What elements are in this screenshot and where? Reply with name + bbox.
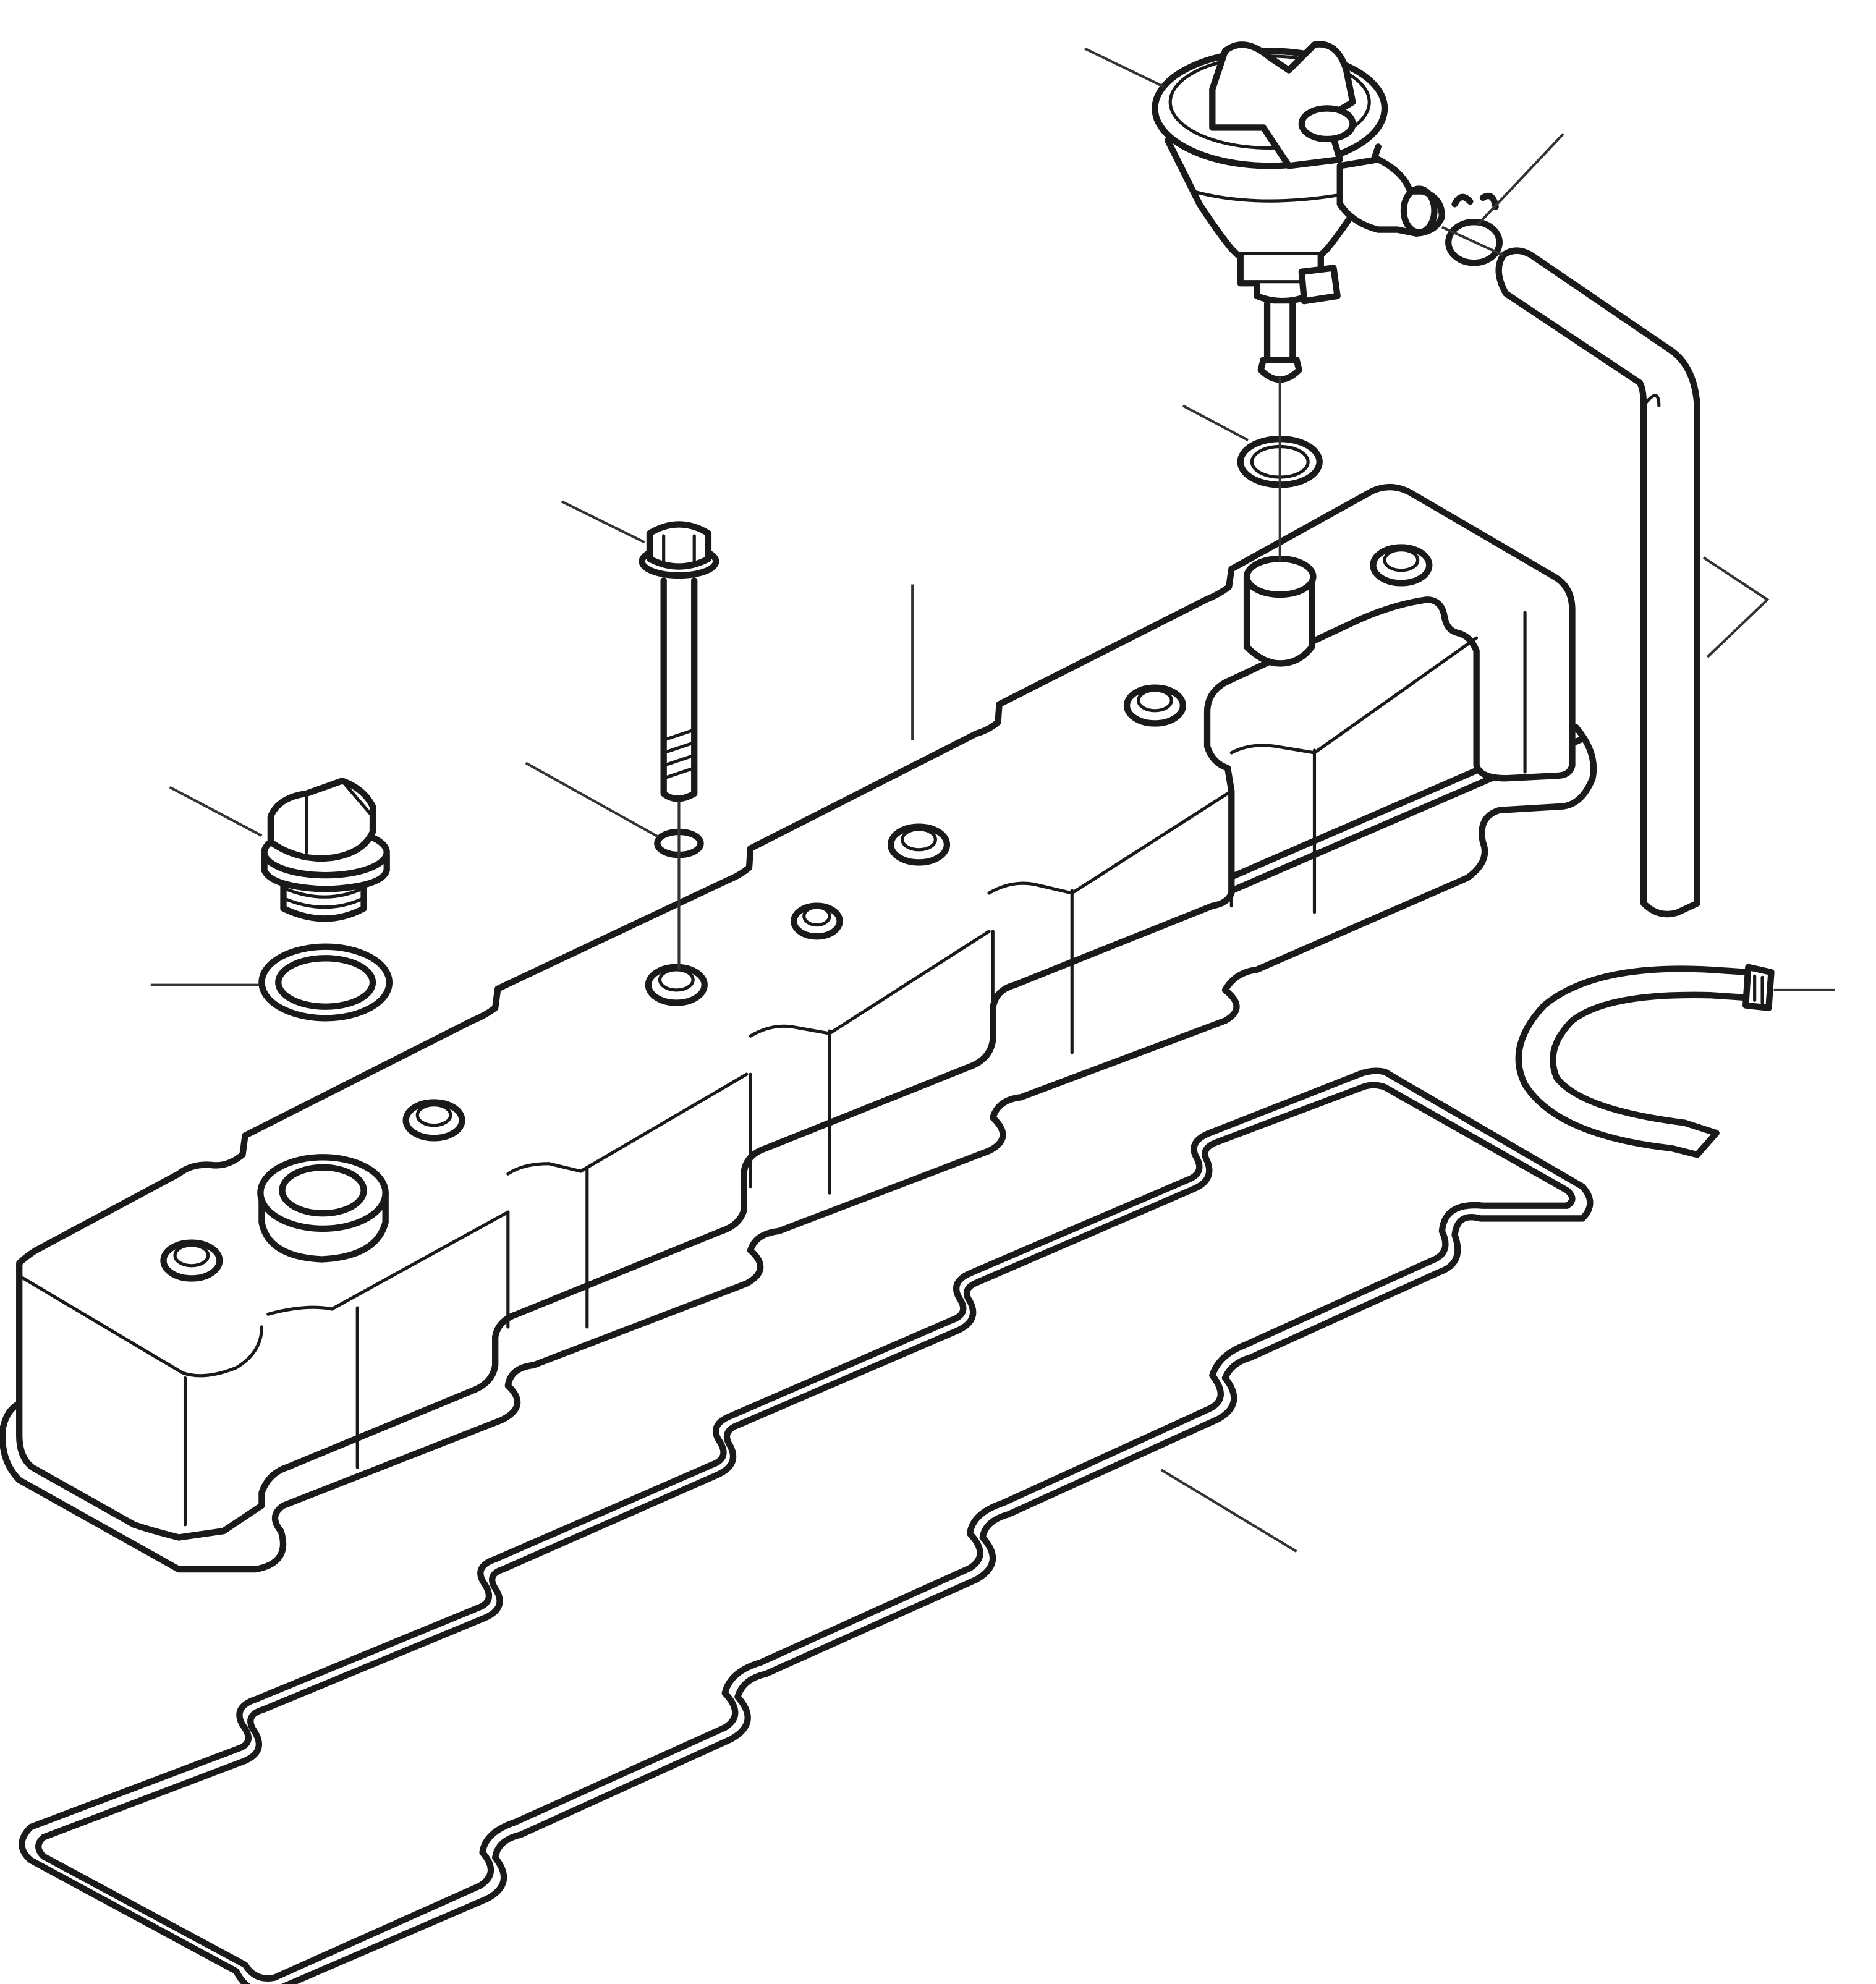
- valve-cover: [0, 483, 1597, 1573]
- leader-lines: [150, 47, 1835, 1553]
- hose-clip: [1445, 192, 1503, 266]
- breather-hose: [1495, 247, 1700, 918]
- flange-bolt: [639, 521, 719, 802]
- breather-port: [1243, 556, 1317, 667]
- filler-neck: [257, 1154, 389, 1263]
- strap-clamp: [1515, 964, 1775, 1158]
- cover-gasket: [19, 1067, 1594, 1984]
- crankcase-breather: [1152, 41, 1446, 383]
- oil-filler-cap: [261, 778, 390, 922]
- bolt-boss: [160, 544, 1433, 1282]
- cap-seal-ring: [258, 943, 393, 1022]
